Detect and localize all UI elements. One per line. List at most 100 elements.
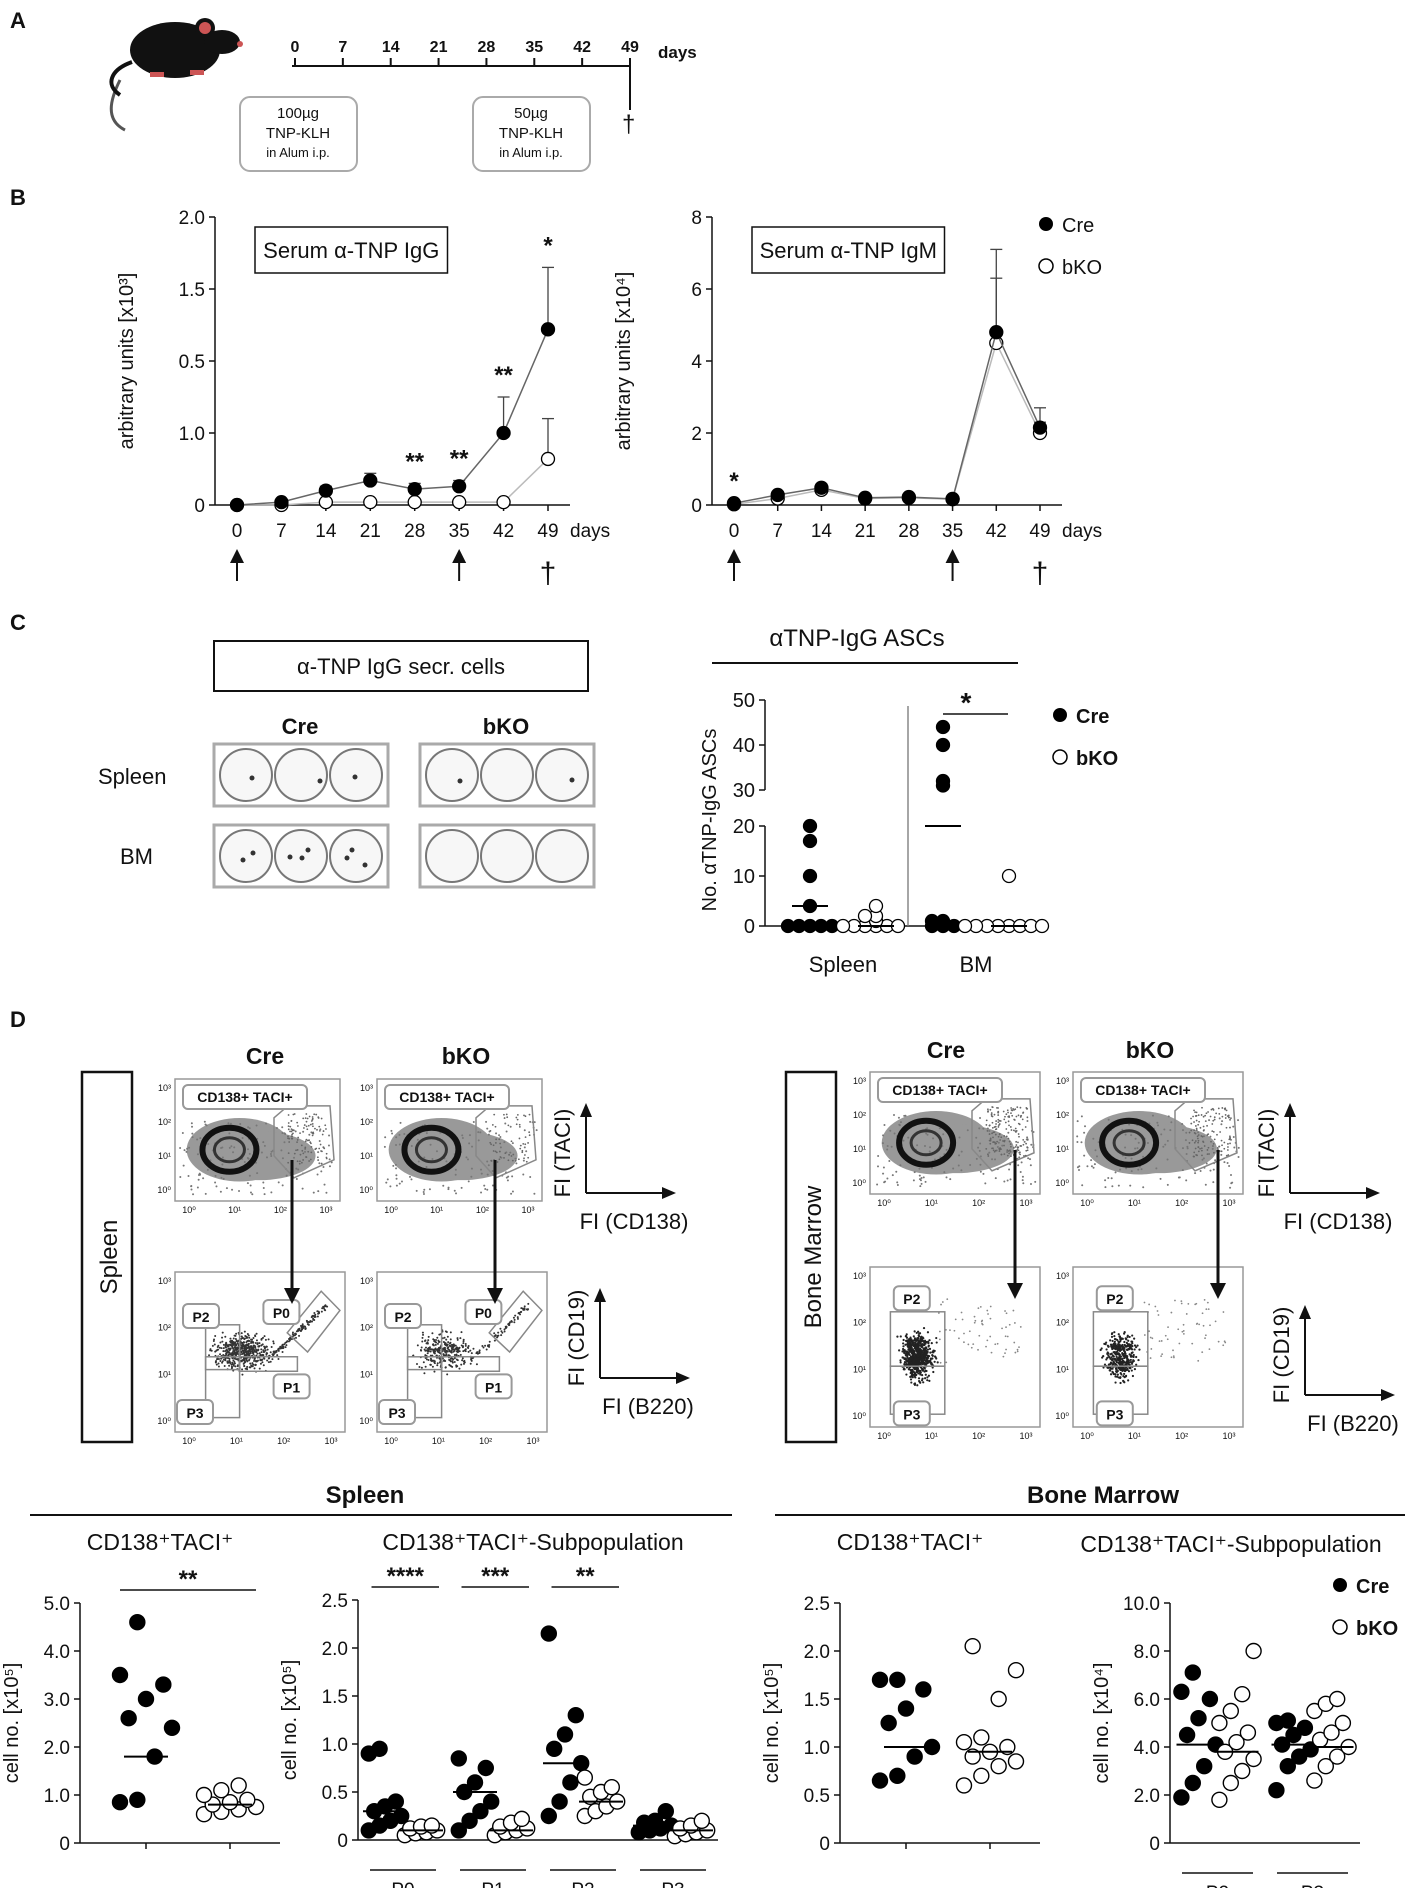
legend-d: Cre bKO [1332, 1576, 1398, 1640]
panel-letter-d: D [10, 1007, 26, 1032]
data-point-Cre [318, 483, 334, 498]
data-point-Cre [472, 1802, 489, 1820]
data-point-Cre [466, 1774, 484, 1791]
x-tick-label: 28 [898, 521, 919, 542]
elispot-well [274, 748, 328, 802]
data-point-bKO [1233, 1685, 1251, 1703]
significance-stars: ** [179, 1566, 198, 1593]
data-point-bKO [857, 908, 873, 924]
flow-gate-p2-label-box [384, 1303, 422, 1329]
bm-side-label-box [784, 1070, 838, 1444]
data-point-bKO [1317, 1757, 1335, 1775]
y-tick-label: 3.0 [44, 1690, 70, 1711]
data-point-bKO [955, 1777, 973, 1794]
data-point-Cre [924, 913, 940, 929]
flow-y-tick: 10³ [853, 1076, 866, 1086]
flow-y-tick: 10² [1056, 1318, 1069, 1328]
elispot-well [425, 829, 479, 883]
data-point-bKO [1334, 1714, 1352, 1732]
x-tick-label: 7 [772, 521, 783, 542]
elispot-spot [250, 850, 256, 856]
timeline-unit: days [658, 43, 697, 62]
data-point-Cre [945, 491, 960, 507]
y-tick-label: 10.0 [1123, 1594, 1160, 1615]
data-point-Cre [129, 1613, 146, 1631]
legend-b: Cre bKO [1038, 215, 1102, 279]
flow-axis-label-vertical: FI (TACI) [550, 1109, 575, 1198]
data-point-Cre [546, 1740, 563, 1758]
y-tick-label: 8 [691, 208, 702, 229]
data-point-bKO [999, 1738, 1016, 1756]
data-point-Cre [562, 1774, 579, 1791]
legend-c-cre-label: Cre [1076, 706, 1109, 728]
flow-x-tick: 10³ [324, 1436, 337, 1446]
flow-x-tick: 10⁰ [1080, 1198, 1094, 1208]
data-point-bKO [1222, 1774, 1240, 1792]
data-point-Cre [880, 1714, 897, 1732]
data-point-bKO [1007, 1661, 1025, 1679]
chart-title: CD138⁺TACI⁺-Subpopulation [382, 1529, 683, 1555]
flow-axis-label-horizontal: FI (B220) [602, 1394, 694, 1419]
flow-x-tick: 10² [1175, 1198, 1188, 1208]
flow-axis-label-horizontal: FI (CD138) [580, 1209, 689, 1234]
data-point-bKO [1328, 1748, 1346, 1765]
y-tick-label: 0 [819, 1834, 830, 1855]
data-point-bKO [1034, 918, 1050, 934]
data-point-Cre [935, 773, 951, 789]
elispot-col-cre: Cre [282, 714, 319, 739]
flow-axis-label-horizontal: FI (CD138) [1284, 1209, 1393, 1234]
data-point-Cre [551, 1793, 568, 1810]
x-axis-unit: days [570, 521, 610, 542]
data-point-bKO [213, 1781, 230, 1799]
data-point-Cre [137, 1690, 155, 1708]
flow-gate-p3-label-box [1095, 1400, 1134, 1427]
x-category-label: P1 [481, 1880, 504, 1888]
flow-gate-label: CD138+ TACI+ [197, 1089, 292, 1105]
section-spleen: Spleen [326, 1482, 405, 1509]
y-tick-label: 2.0 [1134, 1786, 1160, 1807]
data-point-Cre [1279, 1757, 1297, 1775]
data-point-Cre [556, 1726, 574, 1743]
y-tick-label: 1.0 [179, 424, 205, 445]
y-tick-label: 1.5 [179, 280, 205, 301]
flow-gate-label-box [1080, 1077, 1206, 1103]
data-point-Cre [450, 1822, 467, 1839]
elispot-well [329, 829, 383, 883]
data-point-bKO [1222, 1702, 1240, 1720]
flow-col-bko: bKO [442, 1043, 491, 1069]
flow-gate-label-box [877, 1077, 1003, 1103]
flow-y-tick: 10¹ [853, 1364, 866, 1374]
data-point-Cre [540, 1807, 557, 1825]
y-tick-label: 0 [744, 916, 755, 938]
chart-title-box [751, 226, 946, 274]
box1-adjuvant: in Alum i.p. [266, 145, 330, 160]
significance-stars: ** [576, 1563, 595, 1590]
y-tick-label: 0.5 [804, 1786, 830, 1807]
y-tick-label: 1.0 [44, 1786, 70, 1807]
y-tick-label: 40 [733, 735, 755, 757]
data-point-Cre [451, 479, 467, 494]
elispot-spot [457, 778, 463, 784]
flow-gate-p1-label: P1 [485, 1379, 502, 1395]
flow-y-tick: 10² [853, 1318, 866, 1328]
timeline-day-label: 7 [338, 39, 347, 56]
flow-y-tick: 10¹ [158, 1369, 171, 1379]
x-tick-label: 35 [942, 521, 963, 542]
flow-y-tick: 10³ [1056, 1271, 1069, 1281]
timeline-day-label: 0 [291, 39, 300, 56]
flow-axis-label-vertical: FI (CD19) [564, 1290, 589, 1387]
flow-x-tick: 10³ [1019, 1198, 1032, 1208]
data-point-bKO [964, 1637, 981, 1655]
elispot-spot [352, 774, 358, 780]
x-tick-label: 28 [404, 521, 425, 542]
x-category-label: P3 [1301, 1883, 1324, 1888]
data-point-Cre [1173, 1683, 1190, 1701]
data-point-Cre [802, 868, 818, 884]
data-point-Cre [857, 490, 873, 505]
flow-gate-label-box [182, 1084, 308, 1110]
flow-x-tick: 10⁰ [877, 1198, 891, 1208]
y-tick-label: 0 [691, 496, 702, 517]
data-point-bKO [1211, 1714, 1228, 1732]
